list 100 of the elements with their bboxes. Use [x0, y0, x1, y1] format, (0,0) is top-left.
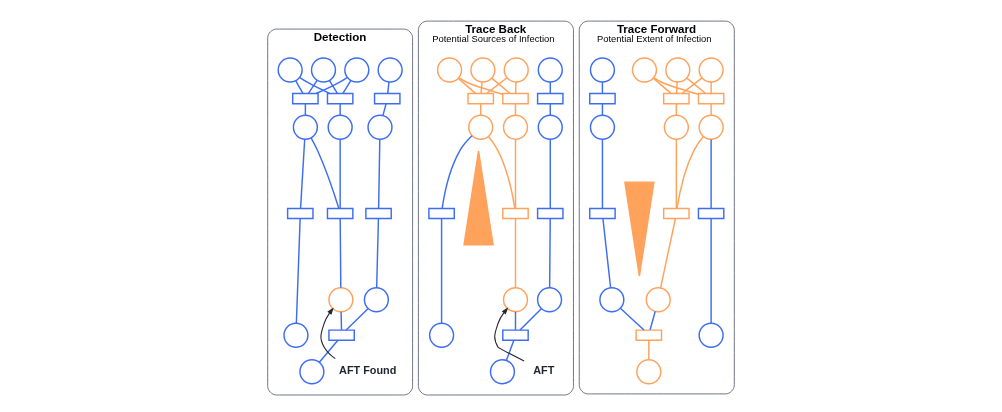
- connector: [440, 218, 443, 324]
- node-arrow: [624, 181, 655, 277]
- connector: [342, 79, 352, 95]
- node-box: [662, 207, 690, 220]
- node-box: [365, 207, 392, 220]
- node-circle: [277, 57, 303, 83]
- node-circle: [292, 114, 319, 140]
- node-circle: [631, 57, 658, 83]
- connector: [675, 138, 678, 210]
- connector: [710, 138, 712, 210]
- cluster: Trace Forward Potential Extent of Infection: [578, 20, 735, 395]
- connector: [491, 77, 511, 95]
- connector: [295, 218, 301, 324]
- connector: [310, 137, 340, 209]
- connector: [710, 218, 712, 324]
- node-circle: [636, 359, 662, 385]
- connector: [480, 81, 483, 95]
- node-box: [589, 92, 616, 105]
- node-circle: [489, 359, 516, 385]
- node-box: [536, 207, 564, 220]
- connector: [340, 311, 343, 331]
- node-circle: [698, 114, 724, 140]
- node-circle: [537, 114, 563, 140]
- node-circle: [537, 57, 563, 83]
- connector: [649, 310, 656, 331]
- connector: [676, 135, 705, 210]
- node-circle: [327, 114, 353, 140]
- node-circle: [436, 57, 463, 83]
- node-circle: [377, 57, 403, 83]
- connector: [375, 218, 380, 289]
- connector: [514, 311, 517, 331]
- node-text: AFT Found: [339, 363, 397, 376]
- connector: [458, 76, 504, 95]
- node-circle: [665, 57, 691, 83]
- connector: [675, 81, 678, 95]
- node-box: [467, 92, 495, 105]
- connector: [686, 77, 707, 95]
- connector: [710, 103, 712, 116]
- node-box: [328, 329, 355, 341]
- connector: [652, 76, 700, 95]
- node-box: [536, 92, 564, 105]
- node-circle: [536, 287, 563, 313]
- node-arrow: [463, 150, 494, 246]
- node-circle: [503, 57, 529, 83]
- connector: [339, 138, 341, 210]
- arrow: [320, 307, 336, 360]
- node-circle: [428, 322, 455, 348]
- node-box: [502, 207, 529, 220]
- node-box: [326, 207, 354, 220]
- node-box: [662, 92, 690, 105]
- connector: [648, 339, 650, 361]
- node-box: [373, 92, 401, 105]
- node-box: [502, 329, 529, 341]
- connector: [295, 80, 304, 95]
- arrow: [494, 307, 525, 362]
- node-circle: [589, 114, 616, 140]
- connector: [514, 138, 517, 210]
- node-circle: [299, 359, 325, 385]
- node-circle: [310, 57, 337, 83]
- node-circle: [589, 57, 616, 83]
- connector: [519, 307, 543, 331]
- node-circle: [468, 114, 494, 140]
- connector: [299, 76, 331, 95]
- node-box: [697, 92, 725, 105]
- node-box: [286, 207, 314, 220]
- node-box: [326, 92, 354, 105]
- node-circle: [470, 57, 496, 83]
- connector: [387, 81, 390, 95]
- node-text: AFT: [533, 363, 555, 376]
- connector: [377, 138, 381, 210]
- connector: [681, 77, 703, 95]
- connector: [652, 77, 672, 95]
- connector: [514, 218, 517, 289]
- node-box: [291, 92, 319, 105]
- node-circle: [645, 287, 671, 313]
- connector: [382, 103, 387, 117]
- node-circle: [283, 322, 309, 348]
- connector: [505, 339, 515, 361]
- connector: [339, 103, 341, 116]
- connector: [549, 138, 551, 210]
- node-circle: [363, 287, 390, 313]
- node-circle: [663, 114, 690, 140]
- connector: [659, 218, 677, 289]
- node-circle: [599, 287, 625, 313]
- connector: [514, 81, 517, 95]
- connector: [339, 218, 342, 289]
- node-circle: [367, 114, 393, 140]
- connector: [487, 135, 516, 210]
- connector: [601, 138, 604, 210]
- connector: [457, 77, 477, 95]
- node-box: [589, 207, 616, 220]
- connector: [602, 218, 612, 289]
- connector: [299, 138, 306, 210]
- node-circle: [698, 57, 724, 83]
- node-circle: [344, 57, 370, 83]
- connector: [307, 79, 318, 95]
- node-box: [635, 329, 663, 341]
- connector: [710, 81, 712, 95]
- connector: [441, 134, 473, 209]
- connector: [619, 307, 645, 331]
